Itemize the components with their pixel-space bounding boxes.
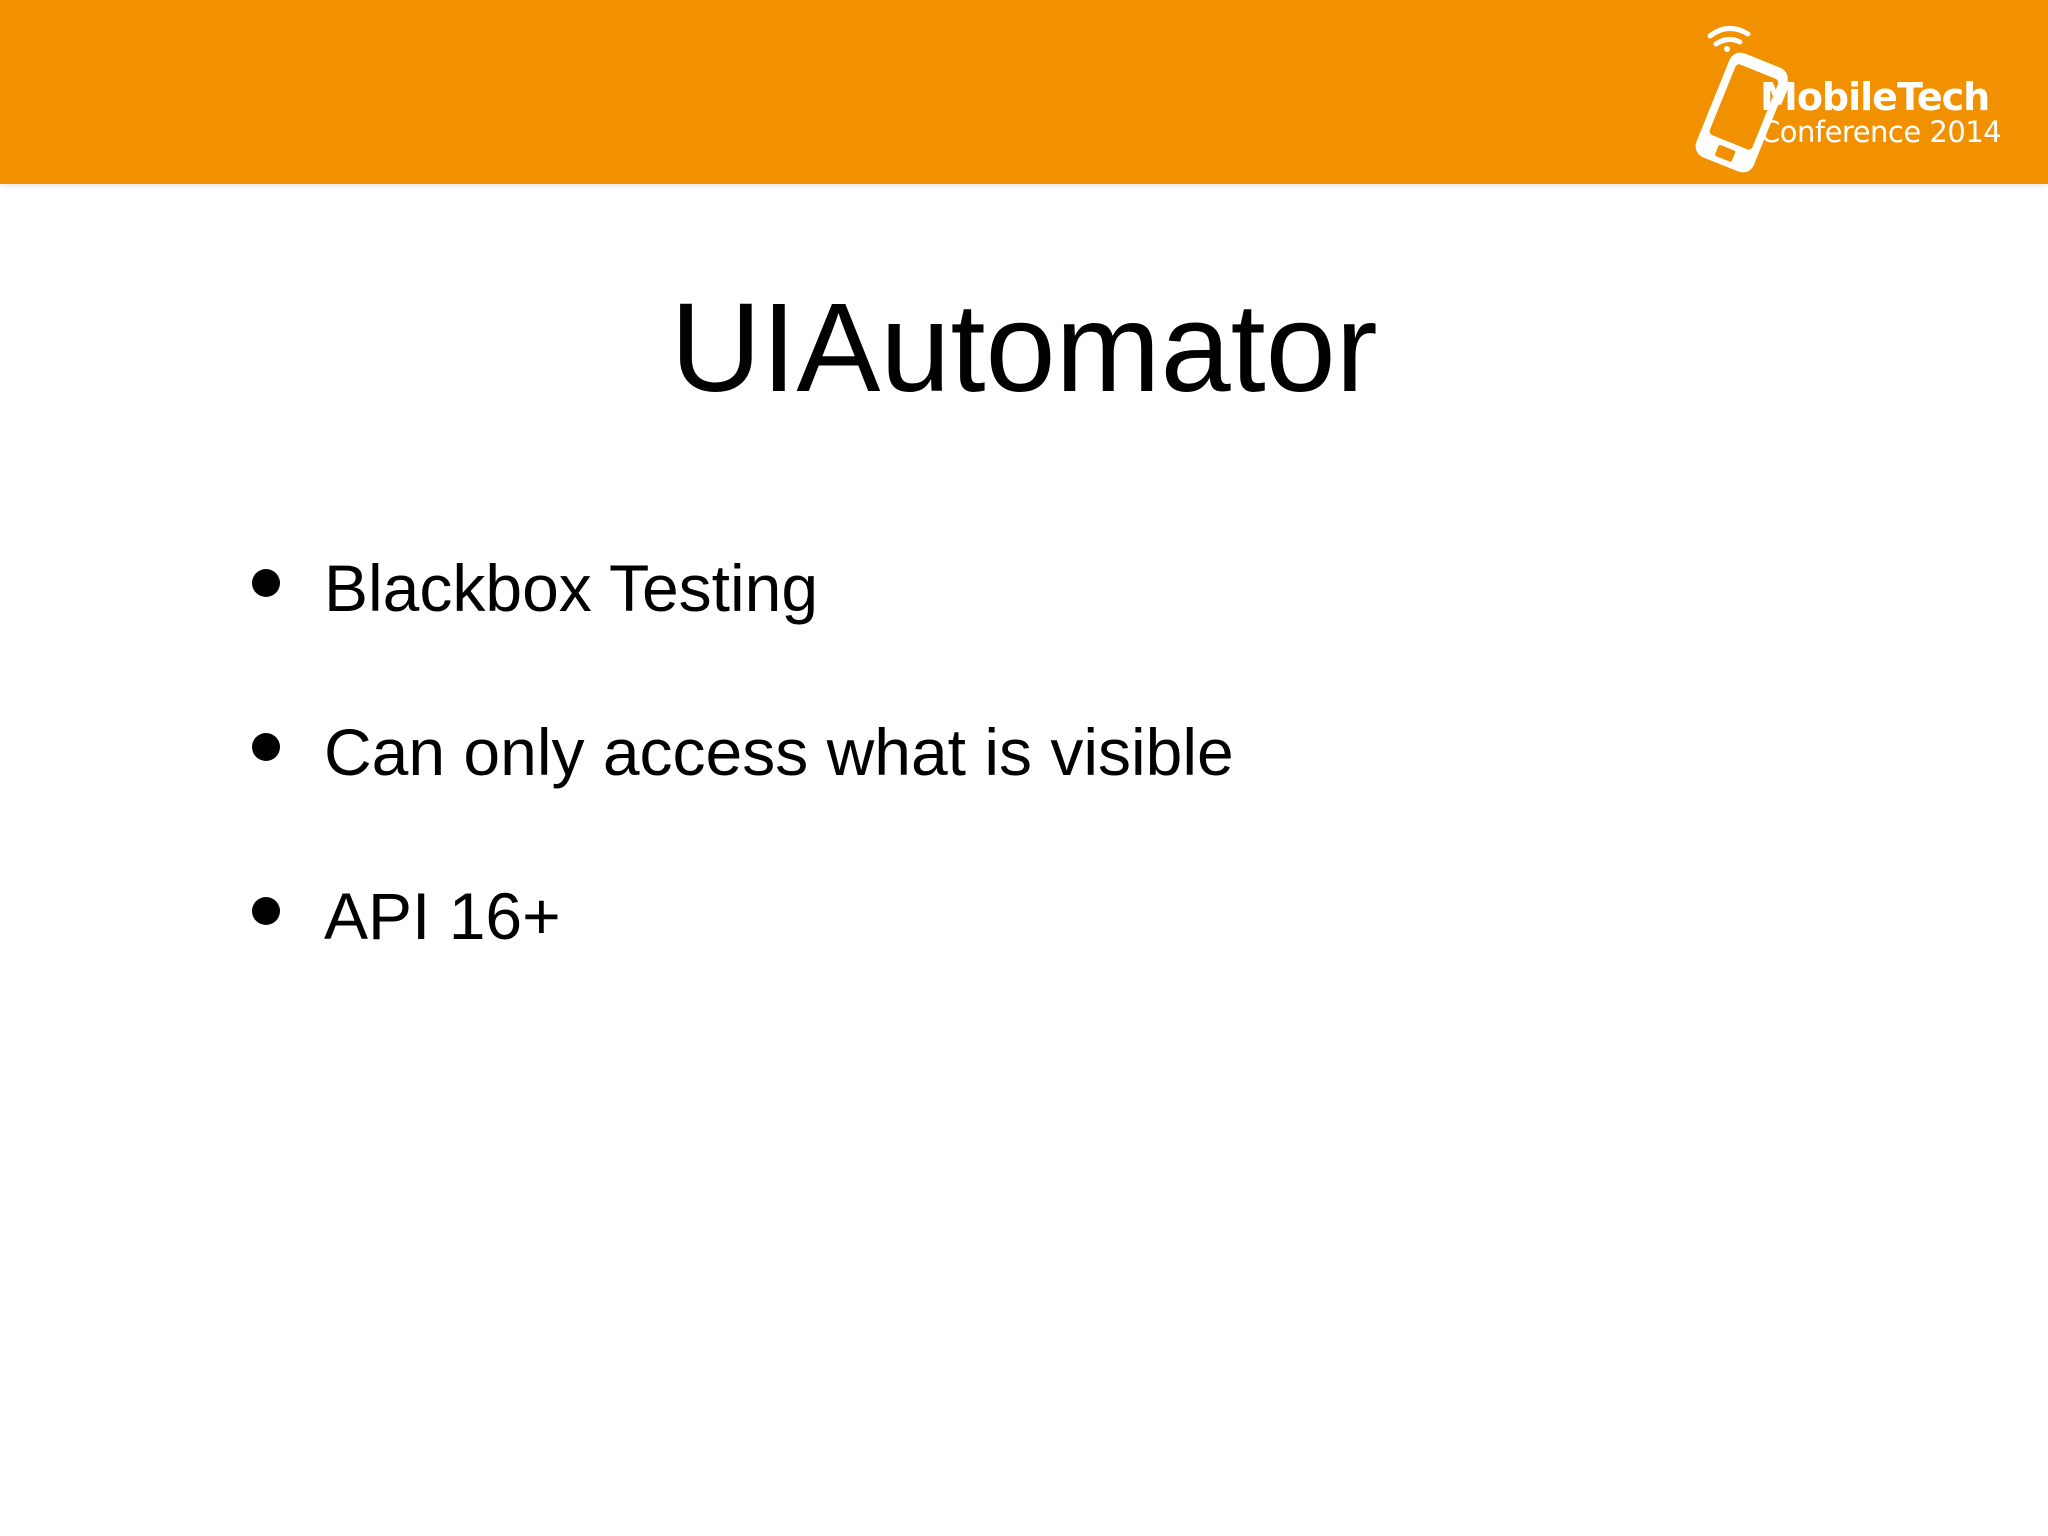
logo-title: MobileTech (1760, 75, 1990, 119)
logo-subtitle: Conference 2014 (1760, 115, 2002, 149)
bullet-dot-icon (252, 569, 280, 597)
conference-logo: MobileTech Conference 2014 (1680, 14, 2002, 174)
logo-text: MobileTech Conference 2014 (1760, 75, 2002, 149)
bullet-text: Blackbox Testing (324, 551, 819, 625)
bullet-text: Can only access what is visible (324, 715, 1234, 789)
phone-wifi-icon (1695, 26, 1788, 173)
bullet-text: API 16+ (324, 879, 561, 953)
slide-title: UIAutomator (670, 277, 1378, 418)
bullet-dot-icon (252, 897, 280, 925)
header-bar: MobileTech Conference 2014 (0, 0, 2048, 184)
bullet-dot-icon (252, 733, 280, 761)
